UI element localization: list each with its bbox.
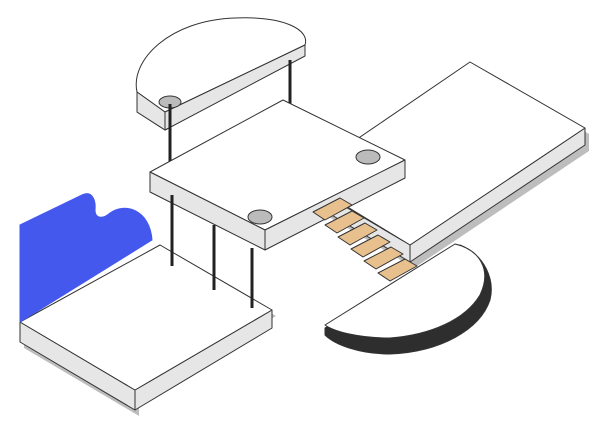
poles-lower (170, 195, 254, 308)
blue-wall (19, 193, 153, 323)
left-bottom-slab (19, 244, 276, 416)
bottom-right-half-disc (324, 243, 492, 355)
hole-icon (247, 209, 273, 225)
hole-icon (355, 149, 381, 165)
top-half-disc-platform (135, 17, 307, 131)
